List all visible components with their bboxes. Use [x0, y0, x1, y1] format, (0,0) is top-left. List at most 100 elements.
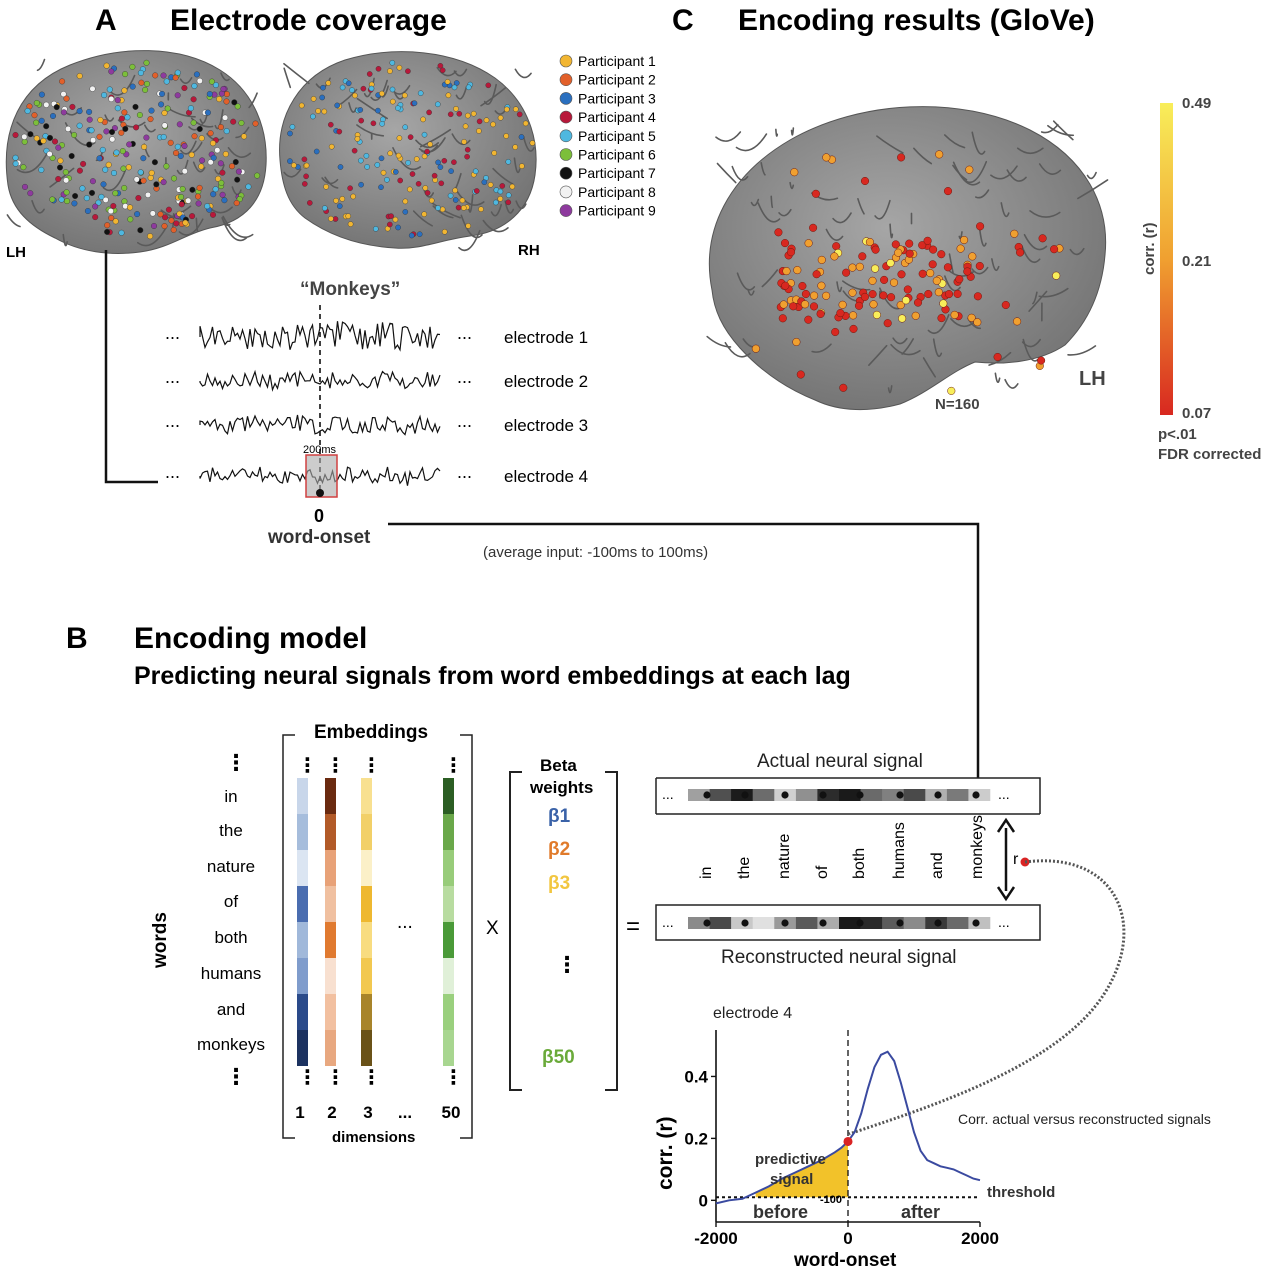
- electrode-dot: [306, 200, 313, 206]
- electrode-dot: [110, 169, 117, 176]
- electrode-dot: [98, 193, 105, 200]
- electrode-dot: [101, 92, 108, 99]
- electrode-dot: [929, 245, 938, 254]
- sulcus: [117, 119, 146, 128]
- electrode-dot: [65, 125, 72, 132]
- y-tick-label: 0: [699, 1191, 708, 1210]
- electrode-dot: [157, 211, 164, 218]
- electrode-dot: [782, 267, 791, 276]
- electrode-dot: [950, 310, 959, 319]
- word-label-monkeys: “Monkeys”: [300, 279, 400, 300]
- electrode-dot: [405, 159, 411, 166]
- embedding-cell: [443, 994, 454, 1030]
- sulcus: [735, 133, 768, 152]
- words-axis-label: words: [150, 912, 171, 969]
- word-marker: [934, 791, 942, 799]
- lh-brain-coverage: [5, 50, 267, 254]
- electrode-dot: [809, 302, 819, 311]
- electrode-dot: [779, 300, 788, 309]
- sulcus: [868, 344, 888, 367]
- electrode-dot: [363, 152, 370, 159]
- electrode-dot: [185, 197, 192, 204]
- sulcus: [283, 168, 302, 178]
- legend-swatch: [559, 148, 573, 161]
- electrode-dot: [140, 155, 147, 162]
- electrode-dot: [158, 90, 165, 97]
- electrode-dot: [891, 240, 900, 249]
- electrode-trace: [199, 369, 441, 392]
- electrode-dot: [905, 239, 914, 248]
- electrode-dot: [481, 179, 488, 185]
- sulcus: [715, 131, 742, 142]
- signal-cell: [903, 917, 926, 929]
- sulcus: [1016, 147, 1044, 155]
- electrode-dot: [140, 177, 147, 184]
- dimensions-label: dimensions: [332, 1129, 415, 1146]
- trace-ellipsis-right: ...: [457, 367, 472, 387]
- electrode-dot: [214, 147, 221, 154]
- electrode-dot: [107, 208, 114, 215]
- electrode-dot: [960, 235, 969, 245]
- electrode-dot: [411, 100, 418, 106]
- signal-cell: [709, 789, 732, 801]
- electrode-dot: [522, 120, 529, 127]
- electrode-dot: [321, 108, 328, 115]
- sulcus: [952, 161, 981, 186]
- electrode-dot: [839, 383, 848, 392]
- electrode-dot: [397, 177, 404, 184]
- trace-ellipsis-left: ...: [165, 411, 180, 431]
- electrode-dot: [868, 290, 877, 299]
- dimension-label: ...: [398, 1103, 412, 1122]
- electrode-dot: [858, 252, 867, 261]
- electrode-dot: [234, 176, 241, 183]
- embedding-cell: [443, 1030, 454, 1066]
- electrode-dot: [219, 191, 226, 198]
- electrode-dot: [459, 197, 466, 204]
- electrode-dot: [849, 311, 858, 320]
- electrode-dot: [181, 168, 188, 175]
- electrode-dot: [439, 67, 446, 74]
- electrode-dot: [20, 164, 27, 171]
- electrode-dot: [170, 175, 177, 182]
- legend-swatch: [559, 166, 573, 180]
- electrode-dot: [509, 183, 516, 190]
- electrode-dot: [417, 90, 424, 96]
- colorbar-tick-max: 0.49: [1182, 95, 1211, 112]
- electrode-dot: [944, 290, 954, 299]
- electrode-dot: [174, 69, 181, 76]
- sulcus: [887, 385, 893, 394]
- electrode-dot: [124, 114, 131, 121]
- column-vdots-bottom: ⋮: [326, 1067, 346, 1089]
- electrode-name: electrode 3: [504, 416, 588, 435]
- window-label: 200ms: [303, 444, 337, 456]
- embedding-cell: [361, 994, 372, 1030]
- electrode-dot: [333, 197, 339, 204]
- electrode-dot: [319, 94, 326, 101]
- electrode-dot: [402, 198, 409, 205]
- y-axis-label: corr. (r): [654, 1116, 677, 1190]
- electrode-dot: [189, 186, 196, 193]
- electrode-dot: [422, 185, 429, 191]
- beta-vdots: ⋮: [556, 952, 578, 977]
- sulcus: [188, 123, 204, 131]
- electrode-dot: [375, 66, 382, 72]
- electrode-dot: [928, 260, 937, 269]
- sulcus: [1052, 120, 1074, 141]
- electrode-dot: [901, 296, 911, 305]
- word-marker: [703, 919, 711, 927]
- embedding-cell: [443, 958, 454, 994]
- column-vdots-bottom: ⋮: [362, 1067, 382, 1089]
- electrode-dot: [869, 300, 878, 309]
- electrode-dot: [76, 72, 83, 79]
- sulcus: [110, 74, 136, 96]
- rotated-word: of: [814, 865, 831, 879]
- electrode-dot: [223, 98, 230, 105]
- electrode-dot: [163, 78, 170, 85]
- electrode-dot: [105, 161, 112, 168]
- electrode-dot: [434, 101, 441, 108]
- electrode-dot: [178, 193, 185, 200]
- electrode-dot: [415, 180, 422, 187]
- electrode-dot: [345, 80, 352, 87]
